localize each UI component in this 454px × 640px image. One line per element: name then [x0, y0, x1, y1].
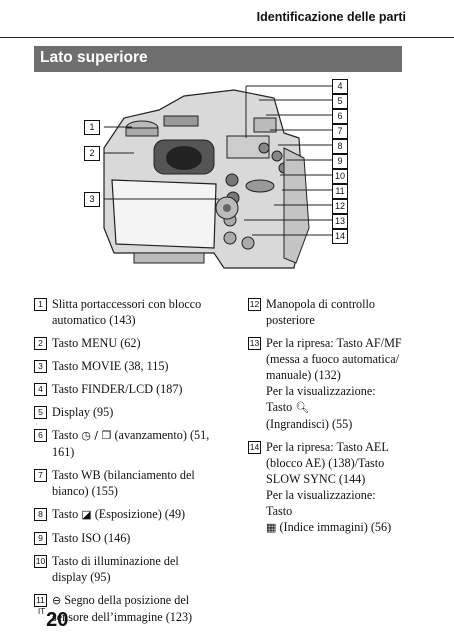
item-number: 4	[34, 383, 47, 396]
camera-illustration	[103, 85, 332, 269]
item-text-line1: Per la ripresa: Tasto AF/MF (messa a fuo…	[266, 336, 402, 382]
item-text: Display (95)	[52, 405, 114, 419]
page-number: IT20	[38, 607, 68, 632]
item-text-post: (avanzamento) (51, 161)	[52, 428, 210, 459]
item-number: 6	[34, 429, 47, 442]
list-item: 7 Tasto WB (bilanciamento del bianco) (1…	[34, 467, 212, 499]
list-item: 6 Tasto ◷ / ❐ (avanzamento) (51, 161)	[34, 427, 212, 460]
item-text-line1: Per la ripresa: Tasto AEL (blocco AE) (1…	[266, 440, 389, 486]
list-item: 11 ⊖ Segno della posizione del sensore d…	[34, 592, 212, 625]
self-timer-icon: ◷ / ❐	[81, 429, 112, 442]
item-number: 7	[34, 469, 47, 482]
page-number-value: 20	[46, 609, 69, 631]
list-item: 12 Manopola di controllo posteriore	[248, 296, 404, 328]
callout-6: 6	[332, 109, 348, 124]
item-text: Manopola di controllo posteriore	[266, 297, 375, 327]
item-text: Tasto ISO (146)	[52, 531, 131, 545]
section-title-bar: Lato superiore	[34, 46, 402, 72]
item-text: Tasto FINDER/LCD (187)	[52, 382, 183, 396]
callout-4: 4	[332, 79, 348, 94]
item-text-pre: Tasto	[52, 507, 79, 521]
list-item: 2 Tasto MENU (62)	[34, 335, 212, 351]
sensor-position-icon: ⊖	[52, 594, 62, 607]
list-item: 1 Slitta portaccessori con blocco automa…	[34, 296, 212, 328]
list-item: 13 Per la ripresa: Tasto AF/MF (messa a …	[248, 335, 404, 432]
page-header: Identificazione delle parti	[0, 0, 454, 44]
magnify-icon: 🔍︎	[295, 401, 310, 414]
list-item: 4 Tasto FINDER/LCD (187)	[34, 381, 212, 397]
header-rule	[0, 37, 454, 38]
callout-14: 14	[332, 229, 348, 244]
section-title: Lato superiore	[40, 49, 148, 66]
callout-5: 5	[332, 94, 348, 109]
item-number: 3	[34, 360, 47, 373]
list-item: 8 Tasto ◪ (Esposizione) (49)	[34, 506, 212, 523]
item-text: Segno della posizione del sensore dell’i…	[52, 593, 193, 624]
callout-13: 13	[332, 214, 348, 229]
callout-9: 9	[332, 154, 348, 169]
callout-8: 8	[332, 139, 348, 154]
callout-1: 1	[84, 120, 100, 135]
list-item: 10 Tasto di illuminazione del display (9…	[34, 553, 212, 585]
parts-list-right: 12 Manopola di controllo posteriore 13 P…	[248, 296, 404, 543]
parts-list-left: 1 Slitta portaccessori con blocco automa…	[34, 296, 212, 632]
callout-2: 2	[84, 146, 100, 161]
item-text: Tasto WB (bilanciamento del bianco) (155…	[52, 468, 195, 498]
item-text-post: (Esposizione) (49)	[94, 507, 186, 521]
item-text: Tasto MOVIE (38, 115)	[52, 359, 169, 373]
item-number: 8	[34, 508, 47, 521]
item-text: Slitta portaccessori con blocco automati…	[52, 297, 202, 327]
list-item: 14 Per la ripresa: Tasto AEL (blocco AE)…	[248, 439, 404, 536]
item-number: 9	[34, 532, 47, 545]
image-index-icon: ▦	[266, 521, 277, 534]
item-text-pre: Tasto	[52, 428, 79, 442]
callout-12: 12	[332, 199, 348, 214]
item-number: 1	[34, 298, 47, 311]
header-title: Identificazione delle parti	[256, 10, 406, 24]
item-text-line3: (Indice immagini) (56)	[279, 520, 392, 534]
list-item: 9 Tasto ISO (146)	[34, 530, 212, 546]
callout-3: 3	[84, 192, 100, 207]
list-item: 3 Tasto MOVIE (38, 115)	[34, 358, 212, 374]
callout-10: 10	[332, 169, 348, 184]
item-number: 5	[34, 406, 47, 419]
callout-11: 11	[332, 184, 348, 199]
item-number: 2	[34, 337, 47, 350]
language-prefix: IT	[38, 607, 46, 616]
item-number: 14	[248, 441, 261, 454]
item-number: 13	[248, 337, 261, 350]
item-number: 11	[34, 594, 47, 607]
camera-figure: 1 2 3 4 5 6 7 8 9 10 11 12 13 14	[34, 78, 402, 278]
exposure-icon: ◪	[81, 508, 92, 521]
item-number: 10	[34, 555, 47, 568]
item-text: Tasto MENU (62)	[52, 336, 141, 350]
item-text-line2: Per la visualizzazione: Tasto	[266, 384, 376, 414]
item-text: Tasto di illuminazione del display (95)	[52, 554, 179, 584]
item-number: 12	[248, 298, 261, 311]
callout-7: 7	[332, 124, 348, 139]
list-item: 5 Display (95)	[34, 404, 212, 420]
item-text-line2: Per la visualizzazione: Tasto	[266, 488, 376, 518]
item-text-line3: (Ingrandisci) (55)	[266, 417, 353, 431]
